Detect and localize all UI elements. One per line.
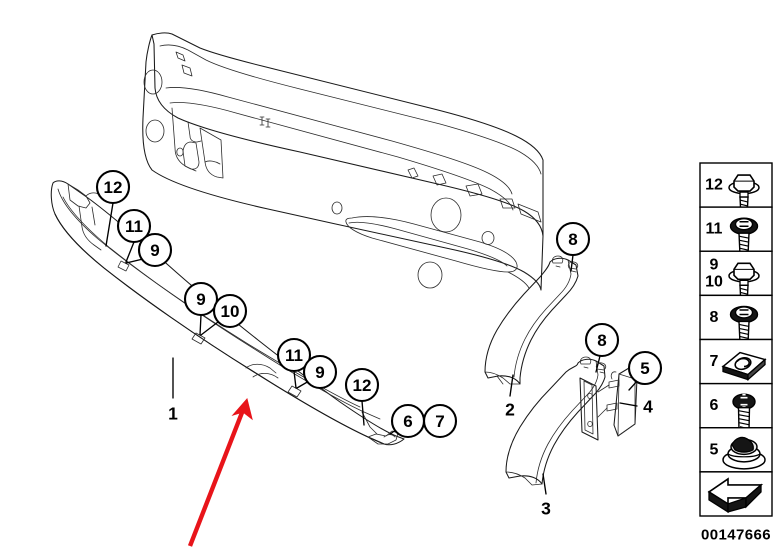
- callout-leader-9: [125, 258, 144, 264]
- callout-leader-2: [509, 374, 514, 397]
- legend-number-6: 6: [710, 397, 719, 414]
- part-front-bumper-cover: [142, 32, 544, 291]
- callout-leader-9: [199, 314, 202, 336]
- callout-bubble-8[interactable]: [584, 322, 620, 358]
- callout-bubble-12[interactable]: [95, 169, 131, 205]
- callout-bubble-5[interactable]: [627, 350, 663, 386]
- callout-label-6: 6: [403, 412, 412, 431]
- legend-number-10: 10: [705, 274, 723, 291]
- callout-label-5: 5: [640, 359, 649, 378]
- callout-label-8: 8: [597, 331, 606, 350]
- callout-label-10: 10: [221, 302, 240, 321]
- callout-label-8: 8: [568, 230, 577, 249]
- callout-label-7: 7: [435, 412, 444, 431]
- callout-leader-12: [361, 400, 365, 426]
- callout-label-4: 4: [643, 397, 653, 417]
- callout-leader-3: [542, 473, 547, 495]
- part-2-left-bracket: [484, 255, 579, 385]
- callout-label-9: 9: [196, 290, 205, 309]
- callout-label-11: 11: [285, 346, 303, 365]
- callout-label-3: 3: [541, 499, 551, 519]
- callout-leader-8: [570, 254, 574, 272]
- callout-label-11: 11: [125, 217, 143, 236]
- callout-leader-11: [293, 370, 297, 389]
- catalog-number: 00147666: [701, 527, 771, 544]
- callout-leader-11: [125, 241, 135, 263]
- callout-label-12: 12: [353, 376, 372, 395]
- callout-bubble-11[interactable]: [116, 208, 152, 244]
- legend-number-11: 11: [706, 221, 723, 238]
- callout-label-9: 9: [315, 363, 324, 382]
- part-3-right-bracket: [505, 356, 607, 486]
- callout-label-12: 12: [104, 178, 123, 197]
- callout-bubble-10[interactable]: [212, 293, 248, 329]
- red-pointer-arrow: [187, 397, 253, 547]
- callout-bubble-9[interactable]: [183, 281, 219, 317]
- callout-bubble-12[interactable]: [344, 367, 380, 403]
- callout-bubble-7[interactable]: [422, 403, 458, 439]
- callout-leader-8: [595, 355, 601, 373]
- callout-label-1: 1: [168, 404, 178, 424]
- callout-bubble-11[interactable]: [276, 337, 312, 373]
- callout-leader-10: [200, 321, 219, 336]
- legend-number-8: 8: [710, 309, 719, 326]
- callout-label-9: 9: [150, 241, 159, 260]
- callout-bubble-8[interactable]: [555, 221, 591, 257]
- callout-leader-12: [105, 202, 114, 247]
- callout-leader-4: [619, 402, 638, 407]
- callout-bubble-9[interactable]: [302, 354, 338, 390]
- callout-label-2: 2: [505, 400, 515, 420]
- legend-number-7: 7: [710, 353, 719, 370]
- legend-number-5: 5: [710, 441, 719, 458]
- legend-number-9: 9: [710, 256, 719, 273]
- callout-bubble-9[interactable]: [137, 232, 173, 268]
- legend-number-12: 12: [705, 177, 723, 194]
